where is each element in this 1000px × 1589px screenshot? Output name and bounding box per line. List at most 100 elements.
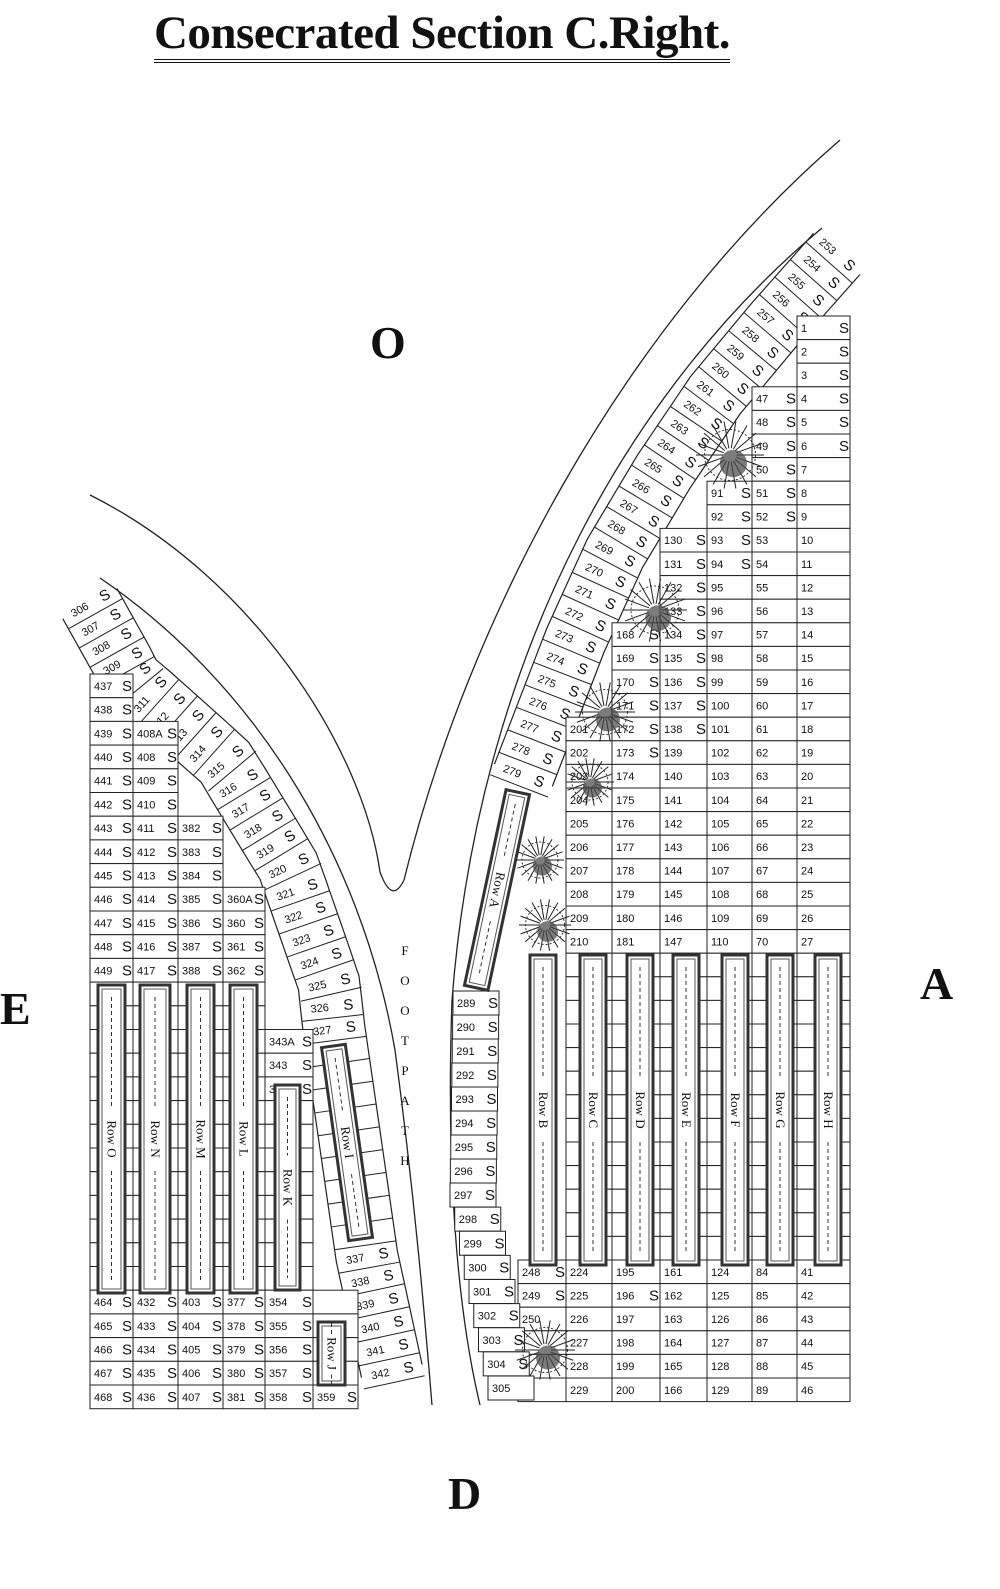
- plot-outline: [451, 1062, 499, 1088]
- plot-number: 445: [94, 870, 112, 882]
- plot-divider: [594, 526, 648, 560]
- plot-divider: [229, 797, 284, 831]
- plot-number: 84: [756, 1267, 768, 1279]
- plot-number: 101: [711, 724, 729, 736]
- strip-inner: [770, 958, 790, 1262]
- plot-s-marker: S: [313, 898, 328, 917]
- plot-s-marker: S: [649, 721, 659, 738]
- tree-icon: [516, 836, 564, 884]
- plot-cell: 89: [751, 1377, 798, 1403]
- plot-number: 388: [182, 965, 200, 977]
- plot-divider: [774, 276, 822, 319]
- plot-s-marker: S: [696, 603, 706, 620]
- right-road-edge: [449, 227, 823, 1406]
- strip-inner: [233, 988, 254, 1290]
- plot-number: 360A: [227, 894, 253, 906]
- plot-number: 361: [227, 942, 245, 954]
- plot-number: 57: [756, 630, 768, 642]
- plot-number: 10: [801, 535, 813, 547]
- plot-number: 50: [756, 464, 768, 476]
- plot-s-marker: S: [488, 995, 498, 1012]
- plot-cell: 99: [706, 669, 753, 695]
- plot-cell: 55: [751, 575, 798, 600]
- plot-number: 198: [616, 1338, 634, 1350]
- plot-number: 202: [570, 748, 588, 760]
- plot-divider: [562, 593, 619, 621]
- plot-number: 85: [756, 1290, 768, 1302]
- plot-number: 17: [801, 700, 813, 712]
- plot-number: 403: [182, 1297, 200, 1309]
- plot-divider: [790, 259, 838, 302]
- plot-number: 19: [801, 748, 813, 760]
- plot-s-marker: S: [397, 1336, 410, 1355]
- plot-number: 448: [94, 942, 112, 954]
- plot-number: 164: [664, 1338, 682, 1350]
- plot-number: 129: [711, 1385, 729, 1397]
- plot-s-marker: S: [339, 970, 353, 989]
- plot-s-marker: S: [122, 1318, 132, 1335]
- plot-cell: 58: [751, 645, 798, 671]
- plot-cell: 101: [706, 716, 753, 742]
- plot-s-marker: S: [696, 650, 706, 667]
- plot-number: 200: [616, 1385, 634, 1397]
- plot-cell: 63: [751, 763, 798, 789]
- arc-band-edge: [551, 274, 861, 787]
- plot-s-marker: S: [342, 996, 354, 1014]
- plot-number: 362: [227, 965, 245, 977]
- plot-divider: [217, 777, 271, 811]
- plot-s-marker: S: [392, 1313, 405, 1332]
- plot-cell: 175: [611, 787, 661, 813]
- plot-outline: [487, 1375, 535, 1401]
- plot-cell: 19: [796, 740, 851, 765]
- plot-cell: 68: [751, 881, 798, 907]
- plot-cell: 12: [796, 575, 851, 600]
- plot-s-marker: S: [254, 891, 264, 908]
- plot-number: 295: [455, 1142, 473, 1154]
- plot-number: 98: [711, 653, 723, 665]
- plot-s-marker: S: [269, 806, 286, 826]
- plot-number: 303: [483, 1335, 501, 1347]
- plot-s-marker: S: [487, 1067, 497, 1084]
- plot-number: 68: [756, 889, 768, 901]
- left-road-edge: [99, 577, 433, 1406]
- plot-number: 106: [711, 842, 729, 854]
- plot-s-marker: S: [302, 1365, 312, 1382]
- plot-number: 136: [664, 677, 682, 689]
- plot-divider: [728, 330, 777, 371]
- plot-number: 339: [355, 1298, 375, 1314]
- plot-number: 266: [630, 477, 652, 497]
- plot-cell: 105: [706, 811, 753, 836]
- plot-s-marker: S: [122, 1389, 132, 1406]
- plot-number: 205: [570, 818, 588, 830]
- plot-number: 323: [291, 932, 312, 949]
- plot-s-marker: S: [786, 391, 796, 408]
- plot-number: 439: [94, 728, 112, 740]
- plot-s-marker: S: [839, 320, 849, 337]
- plot-number: 378: [227, 1321, 245, 1333]
- plot-s-marker: S: [696, 579, 706, 596]
- plot-number: 466: [94, 1344, 112, 1356]
- strip-inner: [468, 793, 526, 987]
- plot-number: 404: [182, 1321, 200, 1333]
- plot-divider: [137, 679, 180, 727]
- plot-s-marker: S: [244, 765, 261, 785]
- plot-cell: 66: [751, 834, 798, 860]
- plot-cell: 85: [751, 1283, 798, 1308]
- plot-divider: [68, 598, 123, 630]
- plot-s-marker: S: [347, 1389, 357, 1406]
- plot-cell: 15: [796, 645, 851, 671]
- plot-cell: 126: [706, 1306, 753, 1332]
- row-strip-j: Row J: [316, 1320, 347, 1387]
- plot-divider: [533, 661, 592, 686]
